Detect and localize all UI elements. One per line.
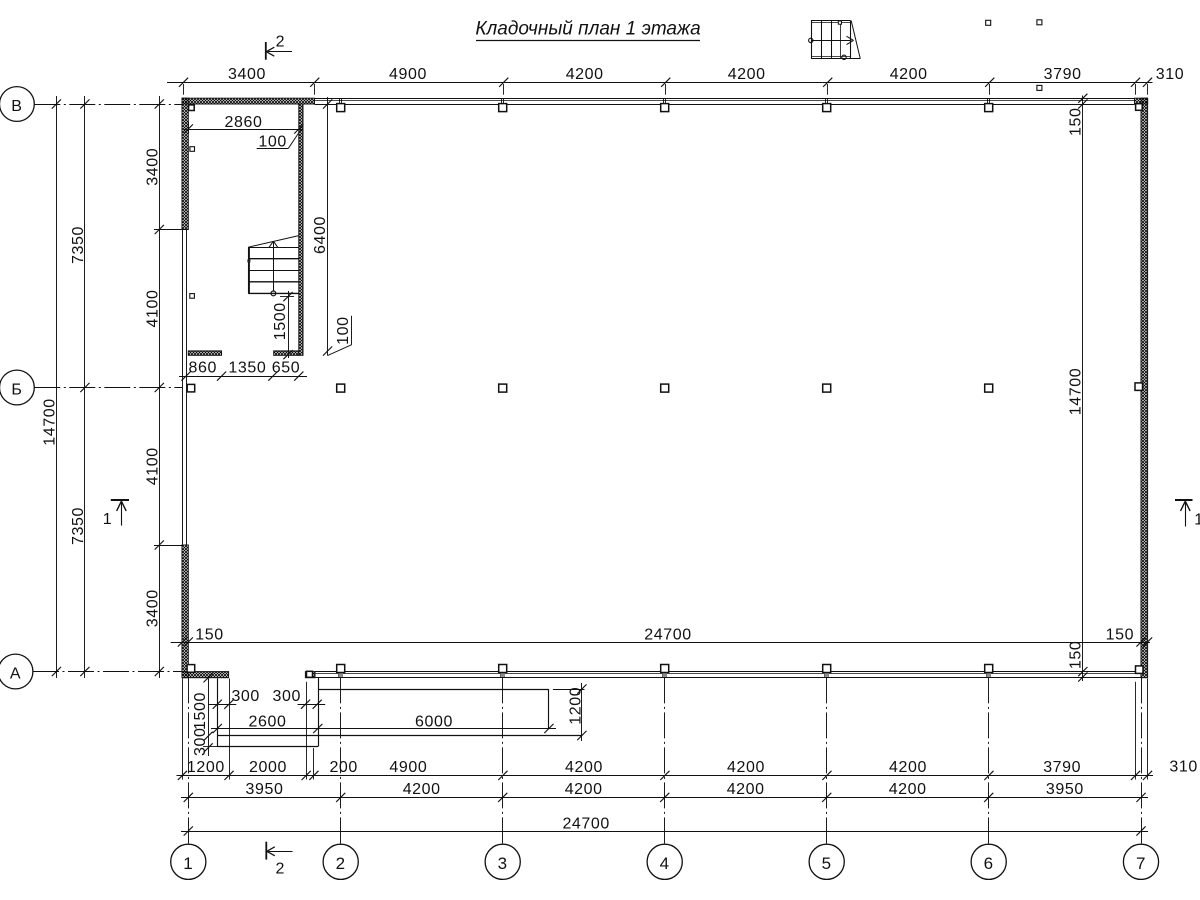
svg-text:1200: 1200 bbox=[567, 687, 584, 725]
svg-text:3400: 3400 bbox=[145, 589, 162, 627]
svg-text:2: 2 bbox=[276, 861, 286, 878]
svg-text:150: 150 bbox=[1068, 108, 1085, 137]
svg-text:Б: Б bbox=[11, 381, 22, 398]
svg-text:4100: 4100 bbox=[145, 290, 162, 328]
svg-text:2000: 2000 bbox=[249, 759, 287, 776]
svg-text:1500: 1500 bbox=[272, 302, 289, 340]
svg-text:6400: 6400 bbox=[312, 216, 329, 254]
svg-text:4900: 4900 bbox=[389, 759, 427, 776]
svg-text:14700: 14700 bbox=[42, 398, 59, 446]
svg-text:В: В bbox=[11, 98, 22, 115]
svg-text:4200: 4200 bbox=[890, 66, 928, 83]
svg-text:3400: 3400 bbox=[145, 148, 162, 186]
svg-text:150: 150 bbox=[195, 626, 224, 643]
svg-text:300: 300 bbox=[231, 688, 260, 705]
svg-text:6000: 6000 bbox=[415, 713, 453, 730]
svg-text:4200: 4200 bbox=[889, 759, 927, 776]
svg-text:4200: 4200 bbox=[565, 781, 603, 798]
svg-text:860: 860 bbox=[189, 360, 218, 377]
svg-text:4200: 4200 bbox=[727, 781, 765, 798]
svg-text:4200: 4200 bbox=[403, 781, 441, 798]
svg-text:3790: 3790 bbox=[1043, 759, 1081, 776]
svg-text:310: 310 bbox=[1156, 66, 1185, 83]
svg-text:1: 1 bbox=[1194, 512, 1200, 529]
svg-text:100: 100 bbox=[335, 316, 352, 345]
svg-text:310: 310 bbox=[1169, 759, 1198, 776]
svg-text:3: 3 bbox=[498, 854, 508, 873]
svg-text:1: 1 bbox=[183, 854, 193, 873]
svg-text:200: 200 bbox=[329, 759, 358, 776]
svg-text:4200: 4200 bbox=[565, 759, 603, 776]
svg-text:150: 150 bbox=[1106, 626, 1135, 643]
svg-text:300: 300 bbox=[273, 688, 302, 705]
svg-text:4200: 4200 bbox=[566, 66, 604, 83]
svg-text:7350: 7350 bbox=[70, 226, 87, 264]
svg-text:Кладочный план 1 этажа: Кладочный план 1 этажа bbox=[475, 19, 700, 40]
svg-text:1350: 1350 bbox=[228, 360, 266, 377]
svg-text:2: 2 bbox=[336, 854, 346, 873]
svg-text:4900: 4900 bbox=[389, 66, 427, 83]
svg-text:2860: 2860 bbox=[225, 114, 263, 131]
svg-text:4200: 4200 bbox=[889, 781, 927, 798]
svg-text:4200: 4200 bbox=[728, 66, 766, 83]
svg-text:100: 100 bbox=[258, 133, 287, 150]
svg-text:4100: 4100 bbox=[145, 447, 162, 485]
svg-text:7: 7 bbox=[1136, 854, 1146, 873]
svg-text:1: 1 bbox=[103, 511, 113, 528]
svg-text:4200: 4200 bbox=[727, 759, 765, 776]
svg-text:4: 4 bbox=[660, 854, 670, 873]
svg-text:2: 2 bbox=[276, 33, 286, 50]
svg-text:3950: 3950 bbox=[246, 781, 284, 798]
svg-text:3790: 3790 bbox=[1044, 66, 1082, 83]
svg-text:14700: 14700 bbox=[1068, 368, 1085, 416]
svg-text:24700: 24700 bbox=[562, 815, 610, 832]
svg-text:650: 650 bbox=[272, 360, 301, 377]
svg-text:300: 300 bbox=[192, 728, 209, 757]
svg-text:6: 6 bbox=[984, 854, 994, 873]
svg-text:3400: 3400 bbox=[228, 66, 266, 83]
svg-text:1500: 1500 bbox=[192, 692, 209, 730]
svg-text:3950: 3950 bbox=[1046, 781, 1084, 798]
svg-text:А: А bbox=[10, 665, 21, 682]
svg-text:7350: 7350 bbox=[70, 507, 87, 545]
svg-text:1200: 1200 bbox=[187, 759, 225, 776]
svg-text:150: 150 bbox=[1068, 641, 1085, 670]
svg-text:2600: 2600 bbox=[249, 713, 287, 730]
svg-text:5: 5 bbox=[822, 854, 832, 873]
svg-text:24700: 24700 bbox=[644, 626, 692, 643]
